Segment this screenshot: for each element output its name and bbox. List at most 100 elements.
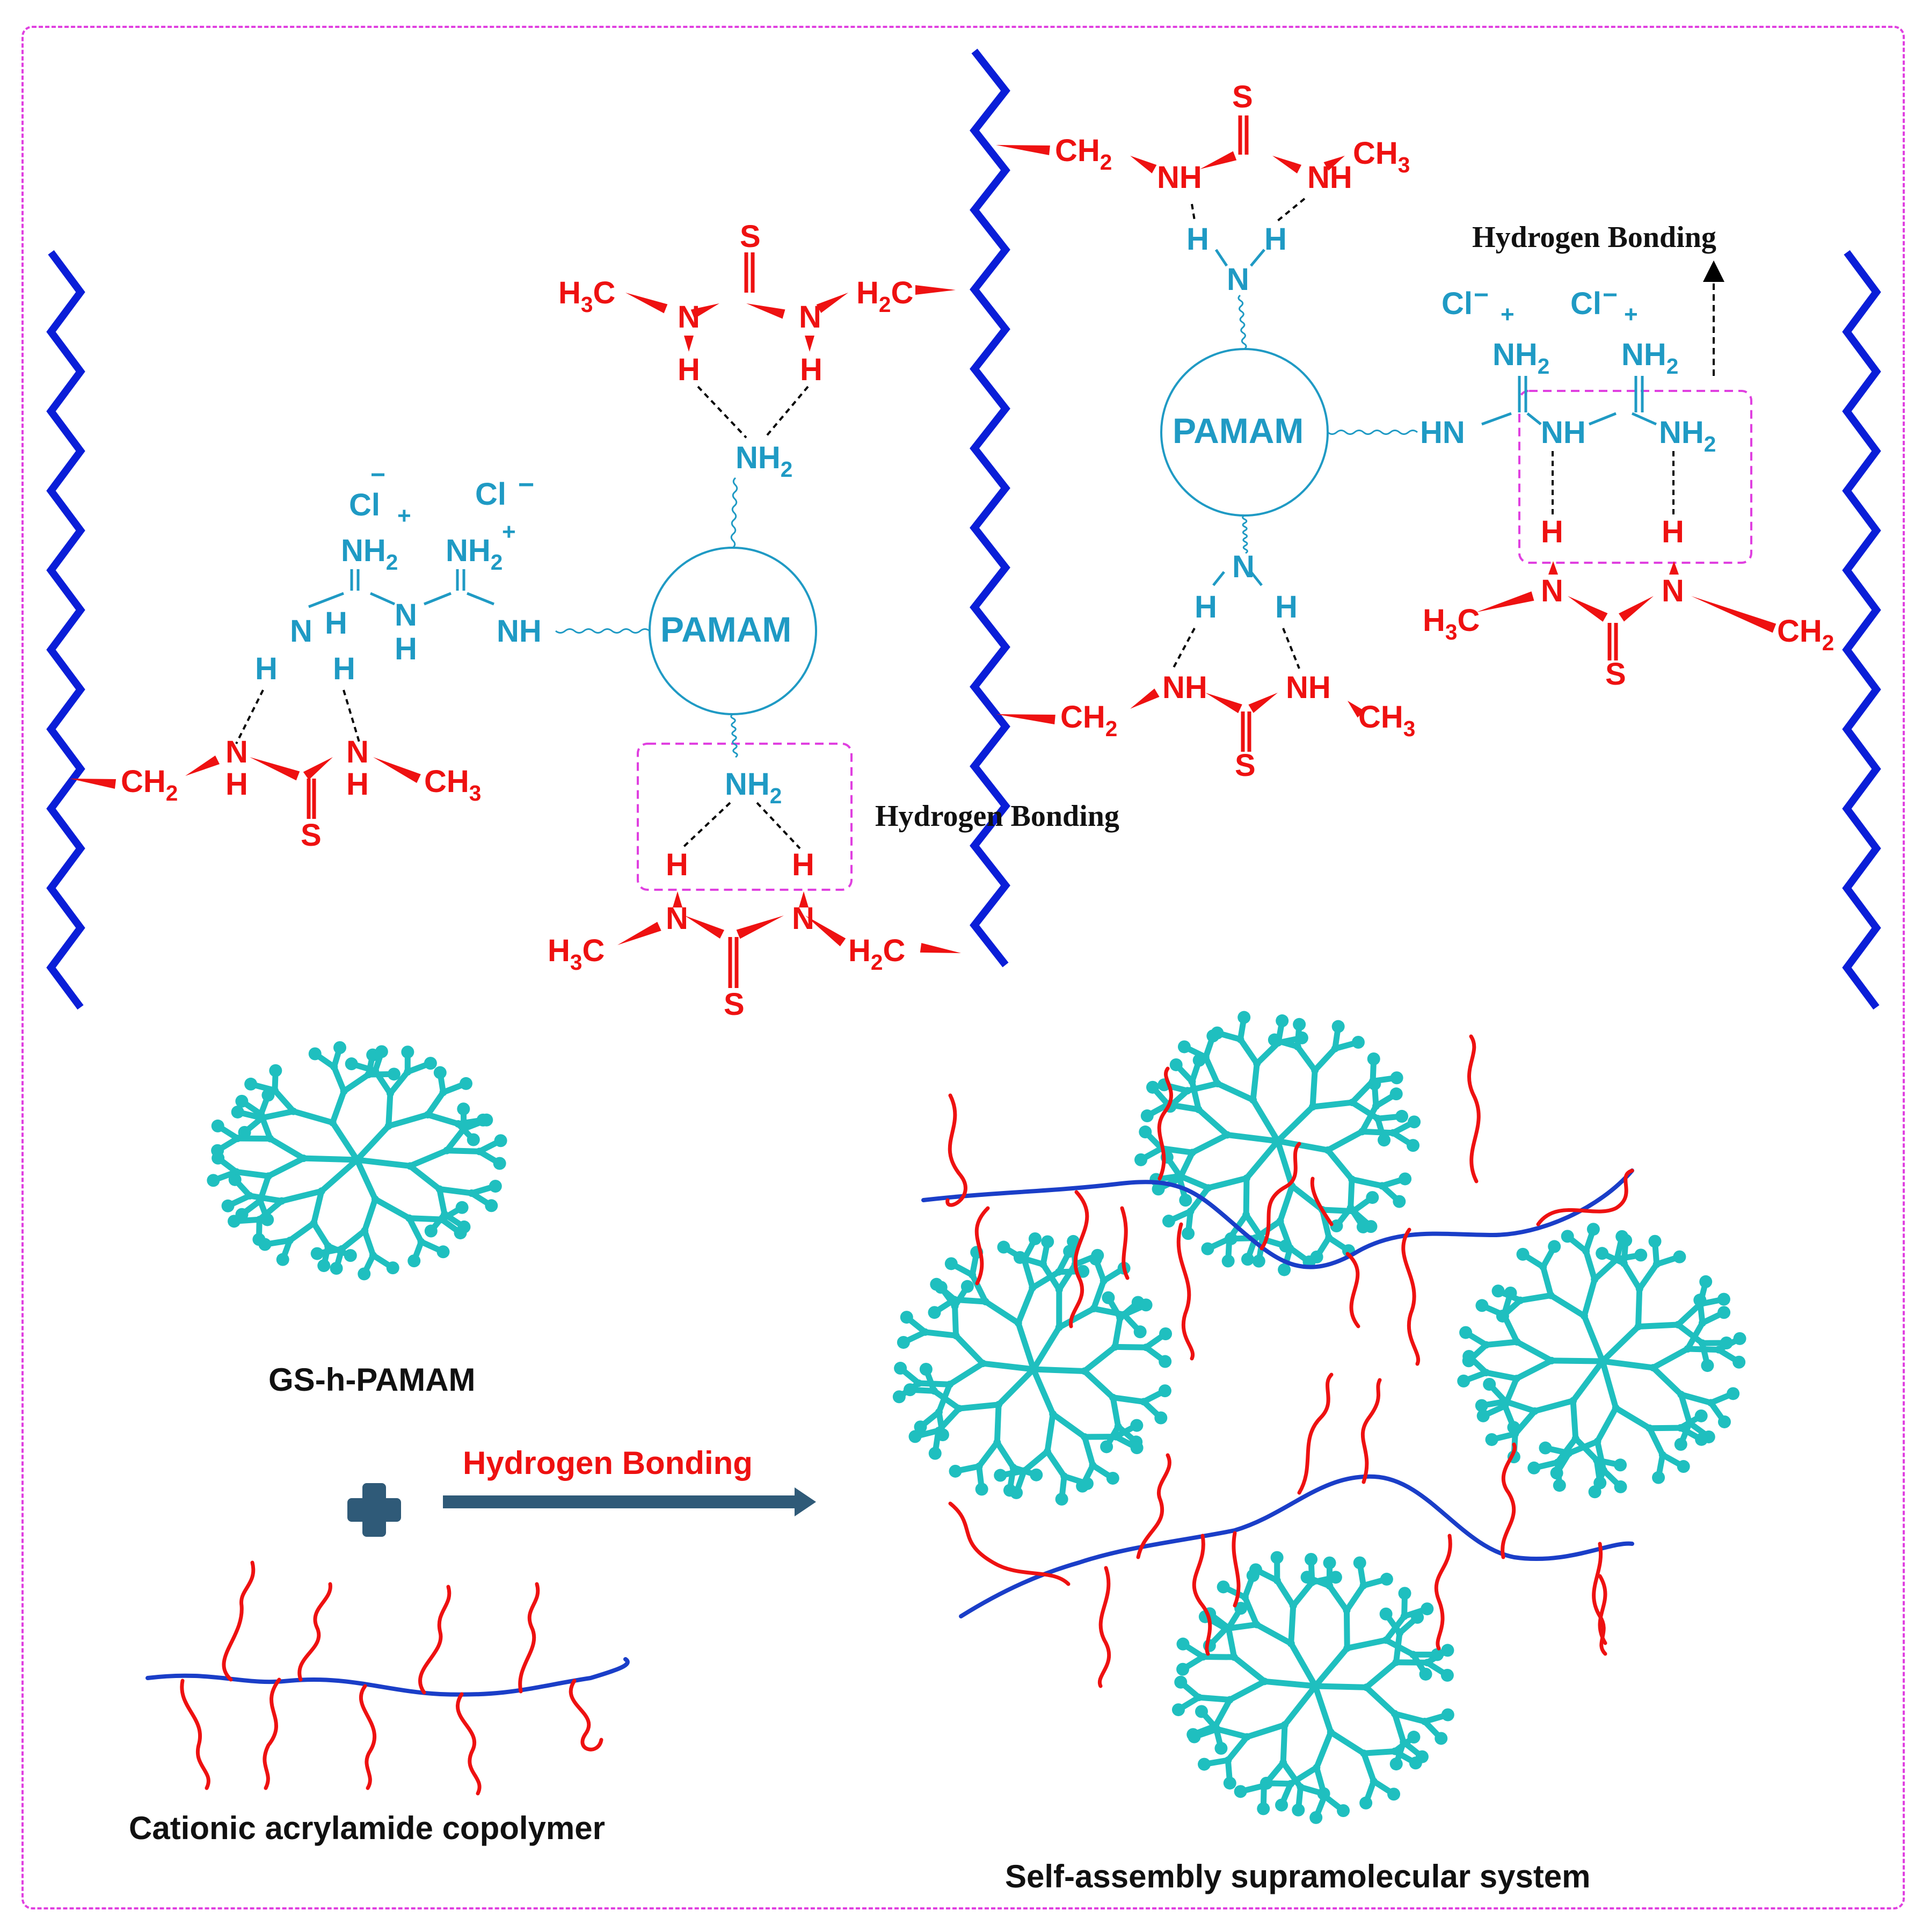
assembly-side-chain: [1136, 1453, 1171, 1559]
bond-wedge: [1348, 701, 1365, 718]
bond-wedge: [690, 303, 719, 319]
hbond: [1191, 204, 1196, 221]
copolymer-side-chain: [222, 1560, 256, 1682]
assembly-side-chain: [1360, 1378, 1382, 1484]
bond-wedge: [1568, 596, 1608, 622]
n-label: N: [1541, 573, 1563, 608]
copolymer-side-chain: [297, 1582, 332, 1682]
linker-right-side: [1327, 430, 1418, 435]
n-label: N: [346, 735, 369, 769]
bond-wedge: [1691, 596, 1777, 633]
bond-wedge: [673, 891, 682, 907]
bond-wedge: [805, 916, 846, 947]
bond: [424, 592, 452, 606]
backbone-right: [1842, 250, 1881, 1010]
pamam-label-left: PAMAM: [660, 609, 791, 649]
nh2-label: NH2: [736, 440, 792, 482]
bond-wedge: [685, 916, 725, 939]
n-label: N: [290, 614, 312, 649]
bond-wedge: [920, 943, 961, 953]
bond-wedge: [617, 921, 661, 945]
assembly-backbone-upper: [921, 1168, 1634, 1269]
bond: [1481, 412, 1512, 426]
assembly-side-chain: [945, 1093, 967, 1207]
hn-label: HN: [1420, 415, 1465, 450]
ch2-label: CH2: [1777, 614, 1834, 655]
bond: [308, 592, 344, 608]
bond-wedge: [1669, 561, 1679, 575]
bond: [764, 386, 809, 439]
nh-label: NH: [1307, 160, 1352, 195]
nh2-label: NH2: [725, 767, 782, 808]
thiourea-bonds: [70, 115, 1777, 988]
s-label: S: [301, 818, 322, 853]
h-label: H: [255, 651, 278, 686]
assembly-side-chain: [1434, 1534, 1452, 1651]
n-label: N: [1662, 573, 1684, 608]
guanidine-bonds: [308, 249, 1657, 608]
h-label: H: [333, 651, 355, 686]
bond-wedge: [1323, 156, 1345, 171]
n-label: N: [792, 901, 814, 936]
hbond: [1172, 628, 1196, 669]
copolymer-side-chain: [418, 1585, 452, 1695]
assembly-side-chain: [1310, 1176, 1334, 1226]
h-label: H: [800, 352, 822, 387]
bond-wedge: [373, 757, 421, 783]
bond-wedge: [915, 285, 956, 295]
hbond: [697, 386, 747, 439]
s-label: S: [724, 987, 745, 1022]
minus-label: −: [370, 461, 385, 489]
assembly-side-chain: [1260, 1142, 1301, 1251]
nh2-label: NH2: [341, 533, 398, 575]
minus-label: −: [1474, 281, 1489, 309]
h2c-label: H2C: [856, 275, 913, 317]
bond-wedge: [1205, 693, 1242, 714]
bond: [1250, 571, 1263, 586]
self-assembly-label: Self-assembly supramolecular system: [1005, 1858, 1591, 1894]
plus-label: +: [1501, 301, 1515, 328]
bond: [1212, 571, 1225, 586]
hbond: [756, 802, 801, 849]
bond-wedge: [303, 757, 333, 780]
wavy-linkers: [555, 294, 1418, 758]
linker-left-bottom: [730, 713, 738, 758]
bond-wedge: [1272, 156, 1302, 174]
bond: [1250, 249, 1265, 267]
cationic-copolymer-label: Cationic acrylamide copolymer: [129, 1810, 605, 1846]
bond-wedge: [1248, 693, 1278, 713]
h-label: H: [1264, 222, 1287, 257]
bond: [369, 592, 396, 606]
plus-icon: [347, 1483, 401, 1537]
copolymer-side-chain: [263, 1677, 281, 1790]
assembly-side-chain: [1501, 1442, 1517, 1559]
s-label: S: [1232, 79, 1253, 114]
cl-label: Cl: [475, 477, 506, 512]
bond-wedge: [1476, 591, 1534, 612]
nh2-label: NH2: [1621, 337, 1678, 379]
hbond: [1282, 628, 1300, 669]
h-label: H: [325, 606, 347, 641]
hbond: [1274, 198, 1306, 224]
polymer-backbones: [46, 48, 1881, 1010]
cl-label: Cl: [349, 488, 380, 522]
bond: [467, 592, 494, 606]
assembly-side-chain: [1097, 1566, 1111, 1688]
h-label: H: [666, 847, 688, 882]
hbond-highlight-box-left: [637, 743, 853, 891]
assembly-dendrimer-right: [1457, 1223, 1746, 1499]
linker-right-top: [1237, 294, 1247, 350]
nh2-label: NH2: [1659, 415, 1716, 456]
plus-label: +: [1624, 301, 1638, 328]
bond-wedge: [805, 336, 814, 352]
bond-wedge: [250, 757, 300, 781]
n-label: N: [678, 300, 700, 335]
n-label: N: [1232, 549, 1255, 584]
h-label: H: [1186, 222, 1209, 257]
copolymer-side-chain: [180, 1679, 210, 1790]
h-label: H: [792, 847, 814, 882]
linker-left-side: [555, 628, 650, 634]
cl-label: Cl: [1570, 286, 1601, 321]
bond-wedge: [1548, 561, 1558, 575]
